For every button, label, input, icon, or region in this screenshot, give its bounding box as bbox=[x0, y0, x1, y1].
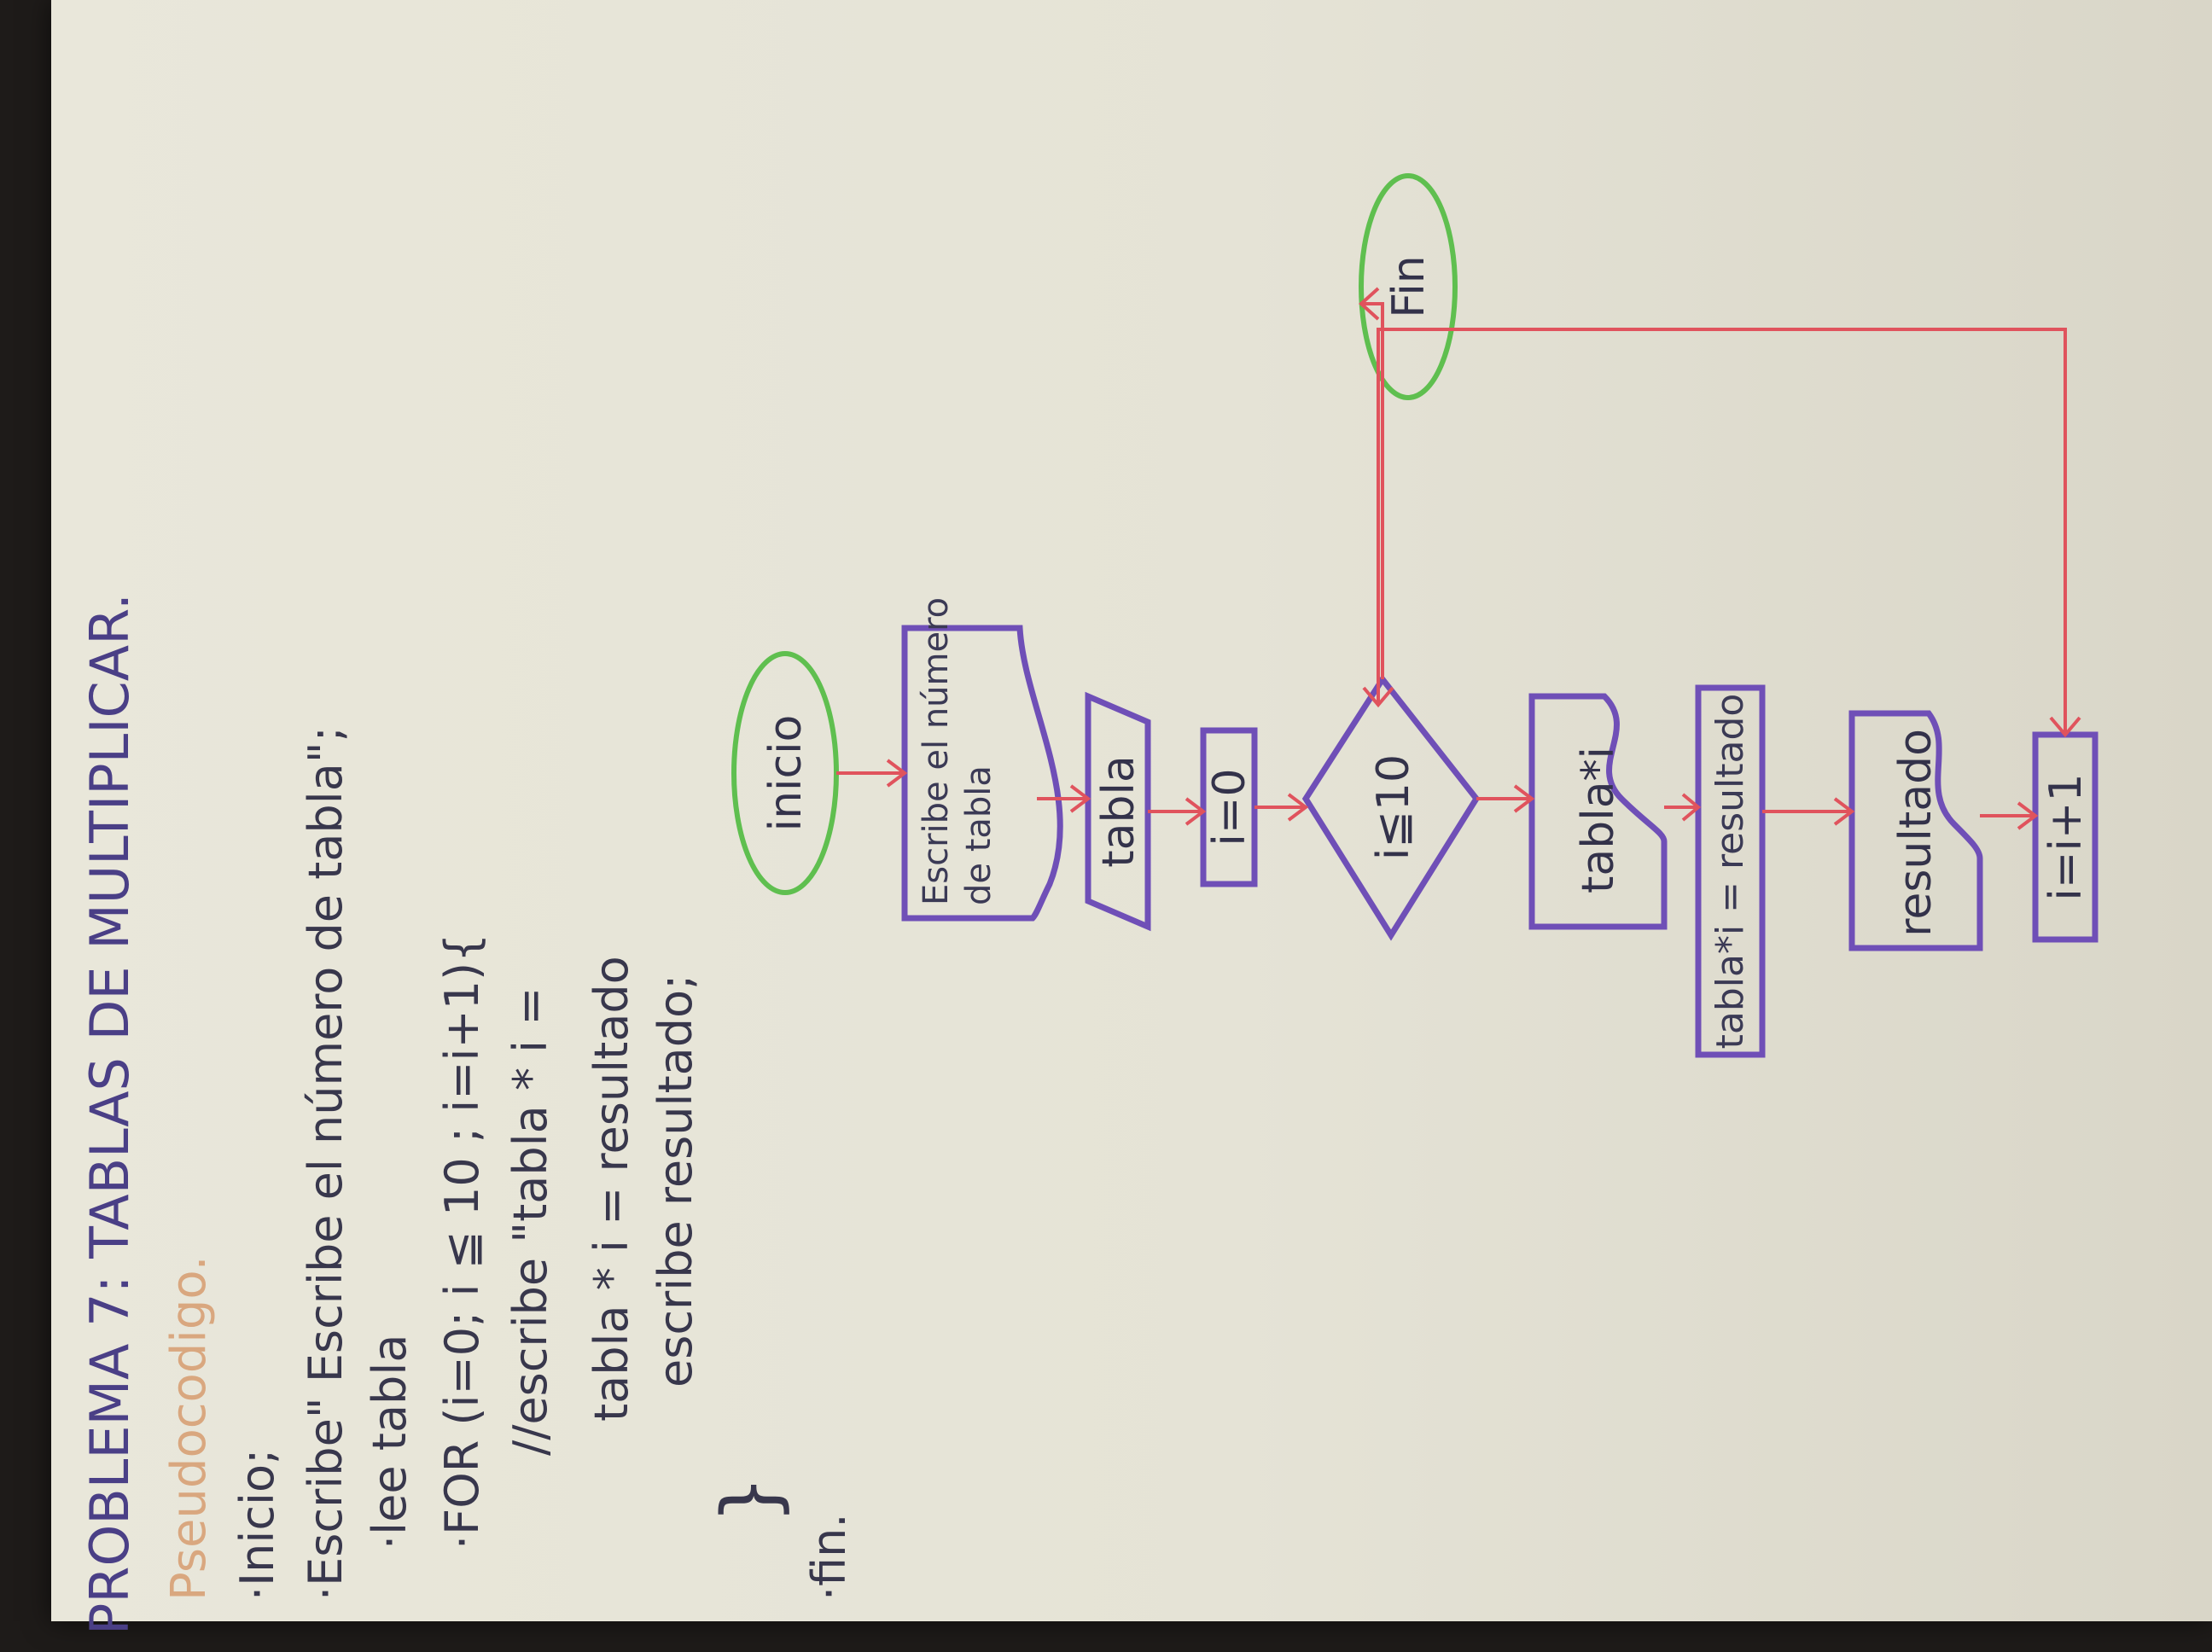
calc-label: tabla*i = resultado bbox=[1708, 694, 1752, 1050]
output-expr-label: tabla*i bbox=[1573, 747, 1624, 893]
arrowhead-3 bbox=[1185, 797, 1207, 826]
pseudo-line-5: //escribe "tabla * i = bbox=[504, 986, 557, 1456]
arrowhead-1 bbox=[886, 759, 908, 788]
arrowhead-10 bbox=[1362, 686, 1394, 708]
input-label: tabla bbox=[1093, 755, 1144, 868]
calc-process: tabla*i = resultado bbox=[1695, 684, 1766, 1058]
input-parallelogram: tabla bbox=[1085, 691, 1151, 932]
decision-diamond: i≦10 bbox=[1301, 673, 1481, 941]
end-terminal: Fin bbox=[1359, 173, 1458, 400]
increment-process: i=i+1 bbox=[2032, 731, 2098, 943]
pseudo-line-2: ·Escribe" Escribe el número de tabla"; bbox=[299, 726, 352, 1601]
arrow-loop-back bbox=[1377, 328, 2067, 735]
arrowhead-4 bbox=[1287, 793, 1309, 822]
output-result-label: resultado bbox=[1890, 729, 1941, 937]
connectors bbox=[836, 287, 2081, 830]
arrowhead-9 bbox=[1359, 287, 1380, 321]
start-label: inicio bbox=[760, 715, 812, 832]
arrowhead-7 bbox=[1833, 797, 1855, 826]
arrowhead-2 bbox=[1069, 784, 1091, 813]
pseudo-line-8: } bbox=[706, 1475, 795, 1524]
arrowhead-8 bbox=[2017, 801, 2039, 830]
start-terminal: inicio bbox=[731, 651, 839, 895]
pseudo-line-9: ·fin. bbox=[802, 1513, 856, 1601]
arrow-decision-to-end bbox=[1361, 302, 1384, 679]
pseudo-line-1: ·Inicio; bbox=[230, 1449, 284, 1601]
prompt-label-2: de tabla bbox=[959, 765, 998, 905]
prompt-display: Escribe el número de tabla bbox=[901, 597, 1063, 922]
pseudo-line-4: ·FOR (i=0; i ≦ 10 ; i=i+1){ bbox=[435, 933, 489, 1550]
pseudo-line-3: ·lee tabla bbox=[363, 1335, 416, 1550]
increment-label: i=i+1 bbox=[2040, 773, 2092, 900]
end-label: Fin bbox=[1383, 255, 1435, 318]
arrowhead-11 bbox=[2049, 716, 2081, 738]
arrowhead-5 bbox=[1513, 784, 1535, 813]
pseudo-line-7: escribe resultado; bbox=[649, 974, 702, 1387]
arrowhead-6 bbox=[1681, 793, 1702, 822]
output-expr-display: tabla*i bbox=[1528, 693, 1668, 930]
output-result-display: resultado bbox=[1848, 710, 1983, 951]
decision-label: i≦10 bbox=[1368, 754, 1419, 860]
pseudocode-heading: Pseudocodigo. bbox=[161, 1256, 217, 1602]
init-process: i=0 bbox=[1200, 727, 1258, 887]
pseudo-line-6: tabla * i = resultado bbox=[585, 956, 638, 1422]
page-title: PROBLEMA 7: TABLAS DE MULTIPLICAR. bbox=[79, 593, 141, 1635]
init-label: i=0 bbox=[1204, 768, 1255, 846]
prompt-label-1: Escribe el número bbox=[917, 597, 956, 905]
